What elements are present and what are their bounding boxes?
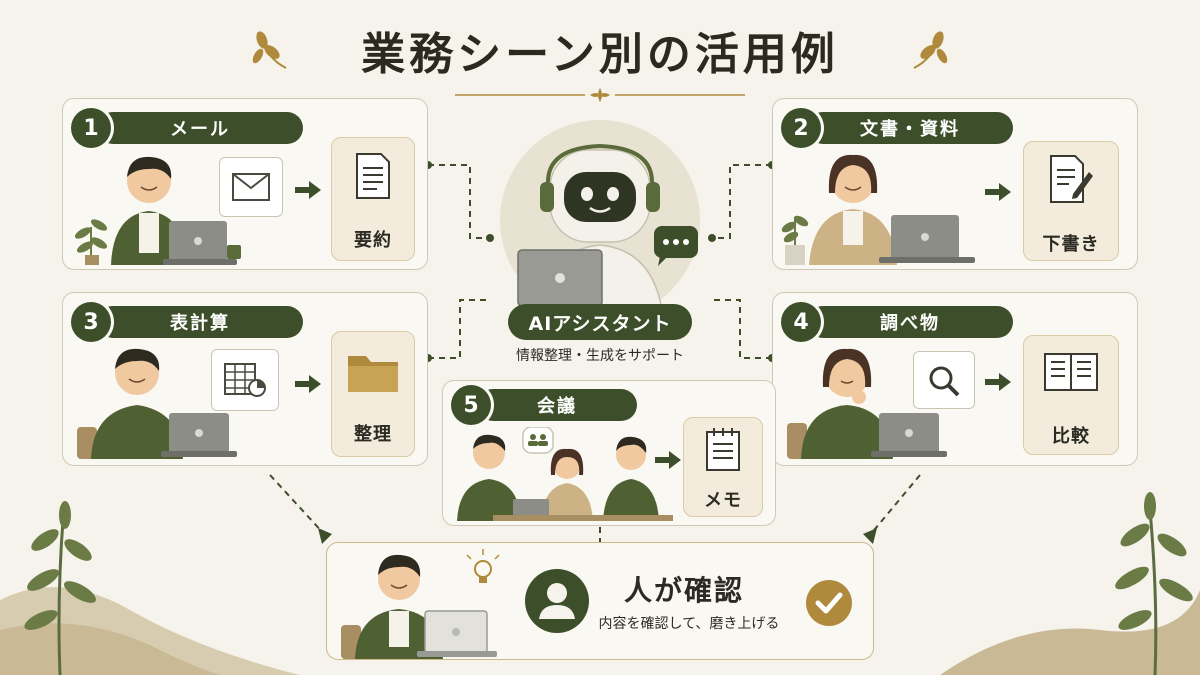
card-mail-label: メール xyxy=(97,112,303,144)
card-meeting: 会議 5 メモ xyxy=(442,380,776,526)
notepad-icon xyxy=(706,428,740,471)
card-meeting-number: 5 xyxy=(451,385,491,425)
card-mail-number: 1 xyxy=(71,108,111,148)
card-meeting-label: 会議 xyxy=(477,389,637,421)
arrow-right-icon xyxy=(295,375,321,393)
card-research-bubble xyxy=(913,351,975,409)
person-man-illustration xyxy=(74,156,241,265)
folder-icon xyxy=(348,356,398,392)
meeting-people-illustration xyxy=(457,427,673,521)
card-research-output: 比較 xyxy=(1023,335,1119,455)
card-research-number: 4 xyxy=(781,302,821,342)
arrow-right-icon xyxy=(985,183,1011,201)
decor-bottom-left-hills xyxy=(0,587,300,675)
arrow-right-icon xyxy=(295,181,321,199)
card-documents: 文書・資料 2 下書き xyxy=(772,98,1138,270)
person-woman-illustration xyxy=(781,154,975,265)
human-confirm-title: 人が確認 xyxy=(623,574,744,607)
card-research-label: 調べ物 xyxy=(807,306,1013,338)
plant-right-icon xyxy=(1115,492,1193,675)
page-title: 業務シーン別の活用例 xyxy=(361,29,839,80)
pen-document-icon xyxy=(1050,155,1093,203)
ai-assistant-label: AIアシスタント xyxy=(508,304,692,340)
card-spreadsheet: 表計算 3 整理 xyxy=(62,292,428,466)
book-icon xyxy=(1044,353,1098,391)
card-spreadsheet-number: 3 xyxy=(71,302,111,342)
plant-left-icon xyxy=(24,501,96,675)
laurel-right-icon xyxy=(913,31,948,69)
ai-assistant-hub xyxy=(488,120,712,310)
card-spreadsheet-bubble xyxy=(211,349,279,411)
card-meeting-output: メモ xyxy=(683,417,763,517)
robot-illustration xyxy=(500,120,700,310)
card-spreadsheet-output: 整理 xyxy=(331,331,415,457)
card-mail-output-label: 要約 xyxy=(354,230,392,251)
card-meeting-output-label: メモ xyxy=(704,490,742,511)
title-divider xyxy=(455,88,745,102)
spreadsheet-icon xyxy=(224,363,266,397)
card-spreadsheet-label: 表計算 xyxy=(97,306,303,338)
person-man-illustration xyxy=(77,348,237,459)
arrow-right-icon xyxy=(655,451,681,469)
card-mail: メール 1 要約 xyxy=(62,98,428,270)
card-documents-label: 文書・資料 xyxy=(807,112,1013,144)
envelope-icon xyxy=(232,173,270,201)
card-mail-bubble xyxy=(219,157,283,217)
human-confirm-subtitle: 内容を確認して、磨き上げる xyxy=(598,616,780,632)
arrow-right-icon xyxy=(985,373,1011,391)
check-badge-icon xyxy=(806,580,852,626)
human-confirm-panel: 人が確認 内容を確認して、磨き上げる xyxy=(326,542,874,660)
card-documents-output-label: 下書き xyxy=(1042,234,1100,255)
ai-assistant-subtitle: 情報整理・生成をサポート xyxy=(516,348,684,364)
card-research: 調べ物 4 比較 xyxy=(772,292,1138,466)
card-research-output-label: 比較 xyxy=(1052,426,1090,447)
user-avatar-icon xyxy=(525,569,589,633)
card-documents-output: 下書き xyxy=(1023,141,1119,261)
card-mail-output: 要約 xyxy=(331,137,415,261)
card-documents-number: 2 xyxy=(781,108,821,148)
person-man-laptop-illustration xyxy=(341,549,500,659)
decor-bottom-right-hills xyxy=(940,590,1200,675)
person-woman-thinking-illustration xyxy=(787,348,947,459)
card-spreadsheet-output-label: 整理 xyxy=(354,424,392,445)
laurel-left-icon xyxy=(252,31,287,69)
magnifier-icon xyxy=(929,366,960,397)
document-icon xyxy=(356,153,390,199)
